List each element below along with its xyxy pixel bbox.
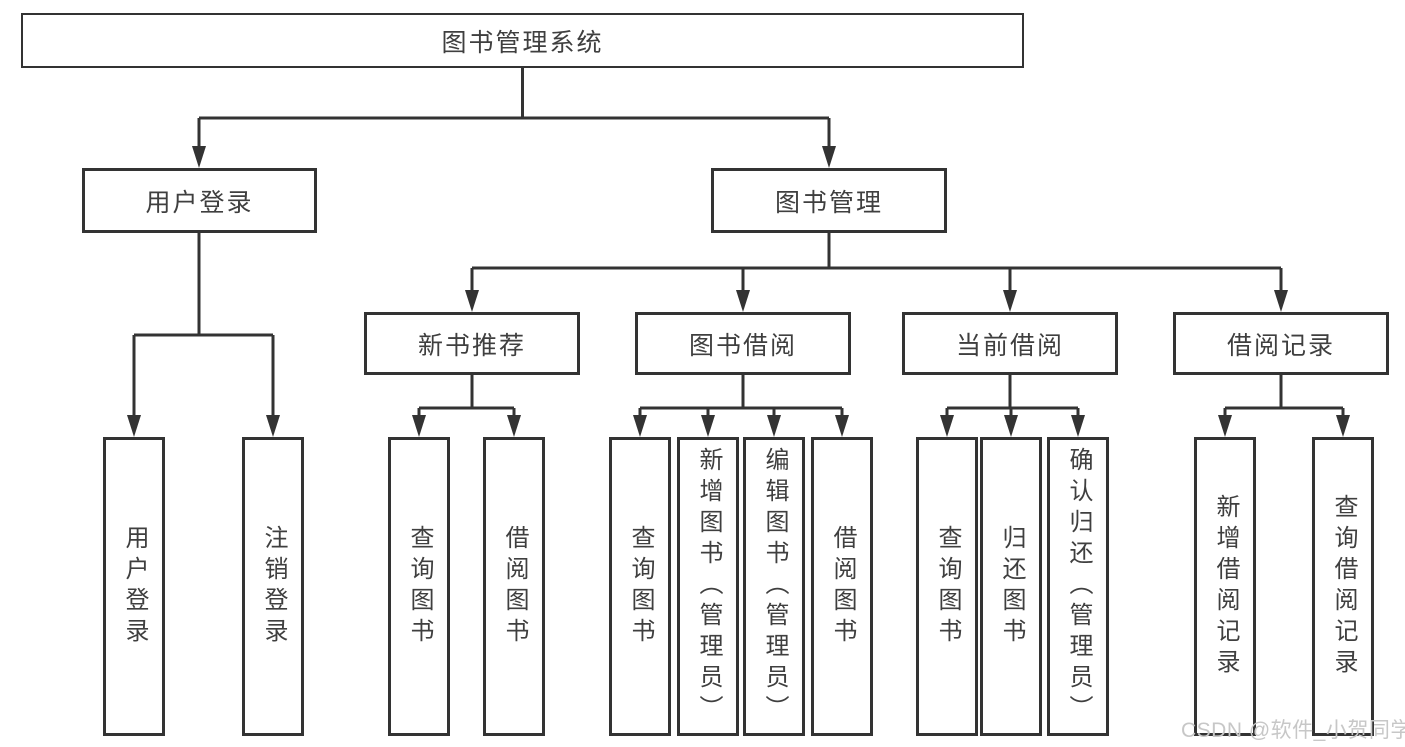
leaf-borrow-books: 借阅图书 xyxy=(811,437,873,736)
leaf-borrow-books-recommend: 借阅图书 xyxy=(483,437,545,736)
node-user-login-label: 用户登录 xyxy=(145,188,254,217)
leaf-logout: 注销登录 xyxy=(242,437,304,736)
leaf-query-borrow-record: 查询借阅记录 xyxy=(1312,437,1374,736)
leaf-logout-label: 注销登录 xyxy=(260,524,287,649)
leaf-add-book-admin-label: 新增图书（管理员） xyxy=(695,447,722,726)
leaf-query-borrow-record-label: 查询借阅记录 xyxy=(1330,493,1357,680)
node-new-book-recommendation: 新书推荐 xyxy=(364,312,580,375)
node-book-borrowing: 图书借阅 xyxy=(635,312,851,375)
node-current-borrowing: 当前借阅 xyxy=(902,312,1118,375)
node-user-login: 用户登录 xyxy=(82,168,317,233)
watermark-csdn: CSDN @软件_小贺同学 xyxy=(1181,719,1405,742)
leaf-add-borrow-record-label: 新增借阅记录 xyxy=(1212,493,1239,680)
leaf-query-books-recommend-label: 查询图书 xyxy=(406,524,433,649)
node-borrowing-records-label: 借阅记录 xyxy=(1226,331,1335,360)
leaf-add-book-admin: 新增图书（管理员） xyxy=(677,437,739,736)
leaf-edit-book-admin: 编辑图书（管理员） xyxy=(743,437,805,736)
node-book-management-label: 图书管理 xyxy=(774,188,883,217)
leaf-return-book: 归还图书 xyxy=(980,437,1042,736)
node-library-management-system-label: 图书管理系统 xyxy=(441,28,604,57)
leaf-add-borrow-record: 新增借阅记录 xyxy=(1194,437,1256,736)
leaf-query-books-recommend: 查询图书 xyxy=(388,437,450,736)
node-book-borrowing-label: 图书借阅 xyxy=(688,331,797,360)
leaf-query-books-borrow: 查询图书 xyxy=(609,437,671,736)
leaf-query-books-current: 查询图书 xyxy=(916,437,978,736)
leaf-return-book-label: 归还图书 xyxy=(998,524,1025,649)
leaf-confirm-return-admin-label: 确认归还（管理员） xyxy=(1065,447,1092,726)
node-borrowing-records: 借阅记录 xyxy=(1173,312,1389,375)
node-current-borrowing-label: 当前借阅 xyxy=(955,331,1064,360)
leaf-edit-book-admin-label: 编辑图书（管理员） xyxy=(761,447,788,726)
leaf-user-login-label: 用户登录 xyxy=(121,524,148,649)
leaf-query-books-current-label: 查询图书 xyxy=(934,524,961,649)
node-library-management-system: 图书管理系统 xyxy=(21,13,1024,68)
leaf-user-login: 用户登录 xyxy=(103,437,165,736)
node-new-book-recommendation-label: 新书推荐 xyxy=(417,331,526,360)
leaf-query-books-borrow-label: 查询图书 xyxy=(627,524,654,649)
leaf-confirm-return-admin: 确认归还（管理员） xyxy=(1047,437,1109,736)
node-book-management: 图书管理 xyxy=(711,168,947,233)
leaf-borrow-books-label: 借阅图书 xyxy=(829,524,856,649)
leaf-borrow-books-recommend-label: 借阅图书 xyxy=(501,524,528,649)
